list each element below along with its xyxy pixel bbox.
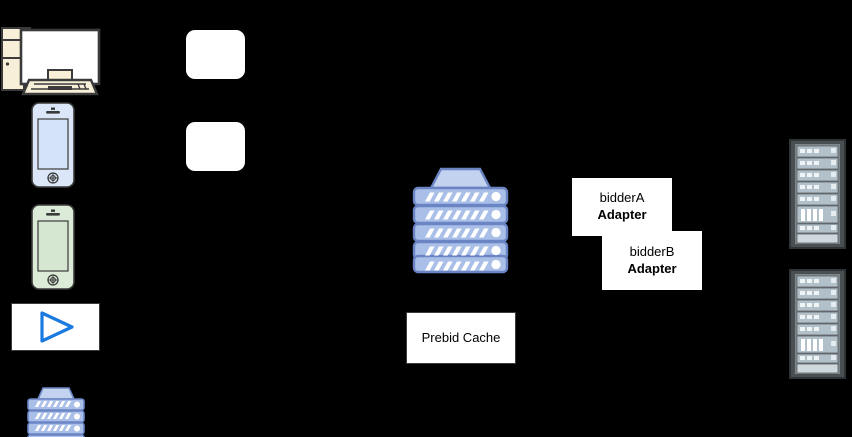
desktop-computer-icon xyxy=(0,8,112,98)
bidder-b-name: bidderB xyxy=(629,243,675,259)
bidder-a-server-rack-icon xyxy=(789,139,846,249)
blank-box-bottom[interactable] xyxy=(186,122,245,171)
bidder-a-adapter-box[interactable]: bidderA Adapter xyxy=(572,178,672,236)
bidder-b-adapter-label: Adapter xyxy=(627,260,677,276)
prebid-cache-box[interactable]: Prebid Cache xyxy=(406,312,516,364)
bidder-b-adapter-box[interactable]: bidderB Adapter xyxy=(602,231,702,290)
prebid-cache-label: Prebid Cache xyxy=(421,329,501,345)
mobile-phone-green-icon xyxy=(30,203,76,291)
video-player-icon xyxy=(11,303,100,351)
bidder-a-name: bidderA xyxy=(599,190,645,206)
client-stacked-server-icon xyxy=(25,386,87,437)
bidder-b-server-rack-icon xyxy=(789,269,846,379)
bidder-a-adapter-label: Adapter xyxy=(597,207,647,222)
prebid-server-icon xyxy=(411,166,510,274)
blank-box-top[interactable] xyxy=(186,30,245,79)
play-triangle-icon xyxy=(39,311,74,343)
mobile-phone-blue-icon xyxy=(30,101,76,189)
